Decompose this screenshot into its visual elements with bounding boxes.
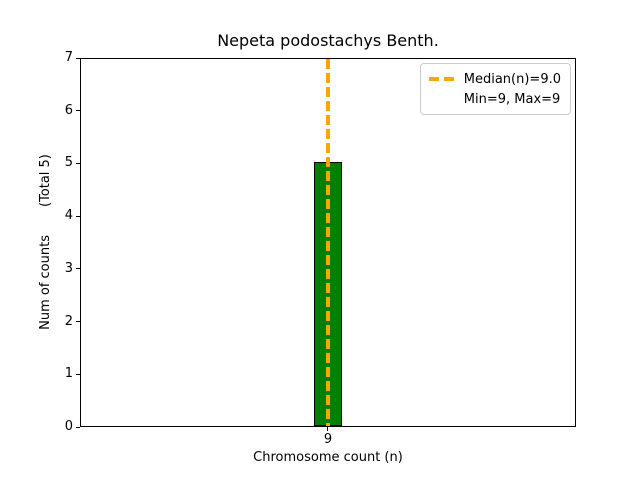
y-tick-label: 0 <box>64 419 73 434</box>
plot-area: Median(n)=9.0 Min=9, Max=9 <box>80 58 576 427</box>
y-tick-mark <box>76 426 80 428</box>
y-tick-label: 3 <box>64 260 73 276</box>
y-tick-label: 4 <box>64 208 73 224</box>
legend-entry-minmax: Min=9, Max=9 <box>429 89 561 109</box>
median-line-swatch-icon <box>428 77 455 81</box>
y-tick-mark <box>76 110 80 112</box>
x-tick-label: 9 <box>323 432 333 447</box>
legend-label-minmax: Min=9, Max=9 <box>463 91 561 107</box>
y-tick-label: 7 <box>64 50 73 65</box>
x-axis-label: Chromosome count (n) <box>253 450 403 465</box>
y-tick-label: 5 <box>64 155 73 171</box>
chart-title: Nepeta podostachys Benth. <box>217 31 439 50</box>
legend-label-median: Median(n)=9.0 <box>463 71 561 87</box>
y-tick-mark <box>76 321 80 323</box>
y-tick-label: 1 <box>64 366 73 382</box>
legend-entry-median: Median(n)=9.0 <box>428 69 561 89</box>
x-tick-mark <box>327 427 328 431</box>
y-tick-mark <box>76 373 80 375</box>
y-tick-mark <box>76 215 80 217</box>
y-tick-label: 2 <box>64 313 73 329</box>
legend: Median(n)=9.0 Min=9, Max=9 <box>419 63 571 115</box>
median-line <box>326 59 330 426</box>
y-tick-mark <box>76 268 80 270</box>
y-tick-label: 6 <box>64 102 73 118</box>
y-axis-label: Num of counts (Total 5) <box>38 154 54 330</box>
y-tick-mark <box>76 162 80 164</box>
y-tick-mark <box>76 57 80 59</box>
